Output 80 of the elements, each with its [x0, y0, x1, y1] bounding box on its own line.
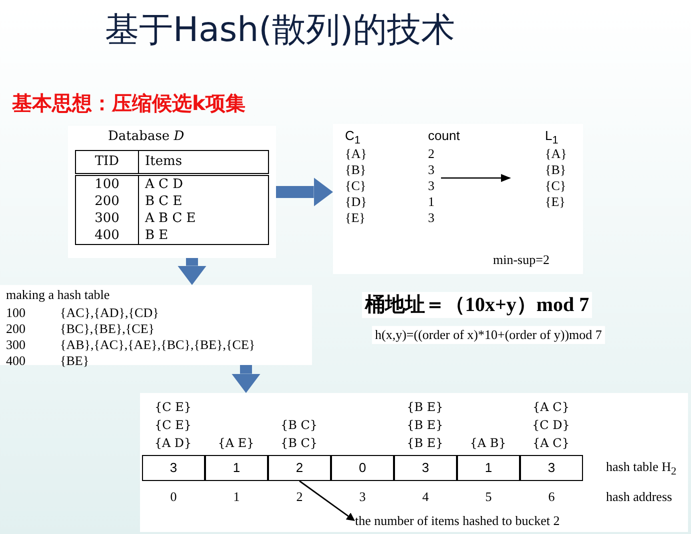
itemset-list: {AB},{AC},{AE},{BC},{BE},{CE} [60, 337, 256, 353]
itemset-panel [333, 124, 583, 274]
itemset-text: {A C} [532, 399, 570, 415]
column-header: C$_{1}$ [345, 128, 360, 149]
count-value: 1 [428, 194, 434, 210]
itemset-text: {C} [545, 178, 566, 194]
itemset-text: {C} [345, 178, 366, 194]
itemset-text: {A} [545, 146, 567, 162]
address-number: 0 [169, 489, 178, 505]
itemset-text: {E} [345, 210, 366, 226]
itemset-text: {B} [345, 162, 366, 178]
transaction-id: 100 [6, 305, 26, 321]
block-arrow [232, 365, 260, 393]
itemset-text: {B C} [279, 435, 319, 451]
count-value: 3 [428, 178, 434, 194]
itemset-text: {A C} [532, 435, 570, 451]
count-value: 3 [428, 210, 434, 226]
itemset-text: {B} [545, 162, 566, 178]
hash-bucket-cell: 3 [520, 455, 583, 481]
table-cell: 400 [76, 227, 138, 244]
itemset-text: {C D} [531, 417, 571, 433]
itemset-text: {C E} [153, 417, 193, 433]
itemset-text: {A D} [153, 435, 193, 451]
table-cell: 300 [76, 210, 138, 227]
itemset-text: {B C} [279, 417, 319, 433]
address-number: 2 [295, 489, 304, 505]
heading-text: 基本思想：压缩候选k项集 [12, 90, 246, 116]
hash-bucket-cell: 3 [142, 455, 205, 481]
table-cell: TID [76, 150, 138, 174]
count-value: 3 [428, 162, 434, 178]
hash-bucket-cell: 3 [394, 455, 457, 481]
row-label: hash address [606, 489, 672, 505]
itemset-text: {C E} [153, 399, 193, 415]
arrow [299, 480, 355, 521]
block-arrow [276, 178, 333, 206]
panel-heading: making a hash table [6, 287, 110, 303]
hash-bucket-cell: 1 [205, 455, 268, 481]
itemset-text: {E} [545, 194, 566, 210]
block-arrow [178, 258, 206, 285]
transaction-id: 400 [6, 353, 26, 369]
count-value: 2 [428, 146, 434, 162]
itemset-text: {A} [345, 146, 367, 162]
itemset-text: {D} [345, 194, 367, 210]
itemset-list: {AC},{AD},{CD} [60, 305, 159, 321]
table-cell: B C E [138, 193, 268, 210]
formula-text: 桶地址＝（10x+y）mod 7 [362, 292, 592, 318]
table-caption: Database D [108, 129, 184, 145]
table-cell: A B C E [138, 210, 268, 227]
hash-bucket-cell: 2 [268, 455, 331, 481]
hash-bucket-cell: 1 [457, 455, 520, 481]
itemset-text: {B E} [406, 399, 444, 415]
table-cell: 100 [76, 174, 138, 193]
address-number: 3 [358, 489, 367, 505]
column-header: L$_{1}$ [545, 128, 558, 149]
transaction-id: 200 [6, 321, 26, 337]
itemset-list: {BC},{BE},{CE} [60, 321, 155, 337]
table-cell: 200 [76, 193, 138, 210]
slide-title: 基于Hash(散列)的技术 [105, 10, 456, 50]
address-number: 4 [421, 489, 430, 505]
itemset-text: {B E} [406, 417, 444, 433]
itemset-text: {A E} [216, 435, 256, 451]
row-label: hash table H$_{2}$ [606, 459, 676, 480]
note-text: min-sup=2 [493, 252, 550, 268]
table-cell: Items [138, 150, 268, 174]
annotation-text: the number of items hashed to bucket 2 [355, 513, 655, 529]
itemset-text: {B E} [406, 435, 444, 451]
database-panel [68, 126, 276, 258]
address-number: 1 [232, 489, 241, 505]
hash-bucket-cell: 0 [331, 455, 394, 481]
column-header: count [428, 128, 460, 144]
table-cell: A C D [138, 174, 268, 193]
transaction-id: 300 [6, 337, 26, 353]
itemset-text: {A B} [468, 435, 508, 451]
formula-text: h(x,y)=((order of x)*10+(order of y))mod 7 [372, 326, 605, 344]
itemset-list: {BE} [60, 353, 90, 369]
address-number: 6 [547, 489, 556, 505]
address-number: 5 [484, 489, 493, 505]
table-cell: B E [138, 227, 268, 244]
hash-list-panel [0, 285, 312, 365]
hash-table-panel [140, 393, 688, 532]
